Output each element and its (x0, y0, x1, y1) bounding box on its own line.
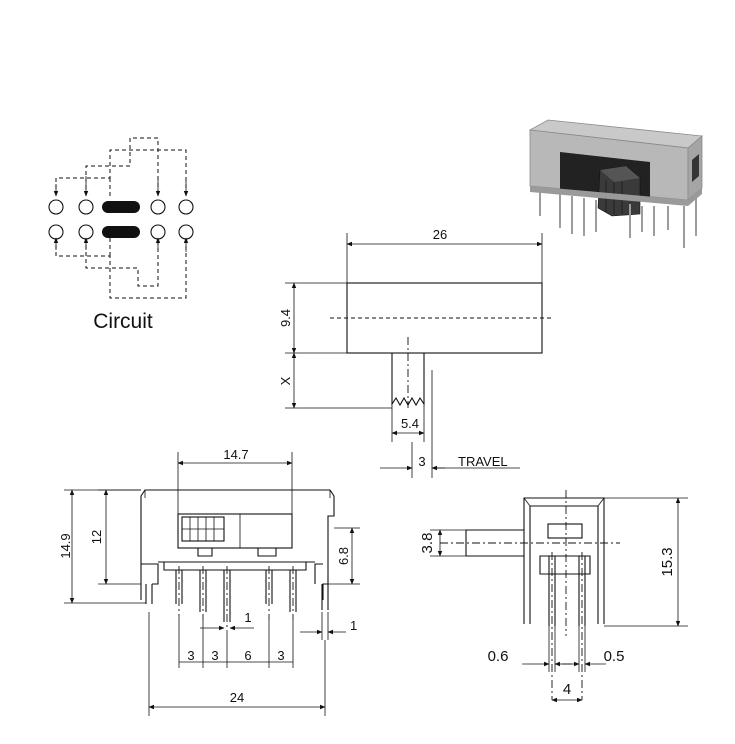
dim-actuator-length: X (278, 376, 293, 385)
dim-body-height-front: 12 (89, 530, 104, 544)
dim-side-total-height: 15.3 (659, 547, 676, 576)
dim-pitch-1: 3 (187, 648, 194, 663)
travel-label: TRAVEL (458, 454, 508, 469)
top-view: 26 9.4 X 5.4 3 TRAVEL (278, 227, 552, 478)
dim-pitch-4: 3 (277, 648, 284, 663)
side-view: 3.8 15.3 0.6 0.5 4 (419, 490, 688, 703)
dim-total-height: 14.9 (58, 533, 73, 558)
product-photo (528, 119, 703, 248)
dim-pin-thickness-right: 0.5 (604, 648, 625, 665)
front-pins (145, 566, 329, 630)
slider-bridge-bottom (102, 226, 140, 238)
dim-inner-width: 14.7 (223, 447, 248, 462)
dim-actuator-height: 3.8 (419, 533, 436, 554)
contact-top-5 (178, 199, 194, 215)
contact-bottom-4 (150, 224, 166, 240)
dim-pitch-2: 3 (211, 648, 218, 663)
dim-body-height: 9.4 (278, 309, 293, 327)
contact-top-1 (48, 199, 64, 215)
contact-bottom-2 (78, 224, 94, 240)
contact-bottom-1 (48, 224, 64, 240)
dim-pitch-3: 6 (244, 648, 251, 663)
contact-bottom-5 (178, 224, 194, 240)
dim-actuator-width: 5.4 (401, 416, 419, 431)
contact-top-4 (150, 199, 166, 215)
circuit-caption: Circuit (93, 310, 153, 333)
dim-body-width: 26 (433, 227, 447, 242)
dim-total-width: 24 (230, 690, 244, 705)
dim-travel: 3 (418, 454, 425, 469)
dim-row-spacing: 4 (563, 681, 571, 698)
circuit-diagram: Circuit (48, 137, 194, 333)
dim-pin-height: 6.8 (336, 547, 351, 565)
dim-pin-width: 1 (350, 618, 357, 633)
contact-top-2 (78, 199, 94, 215)
dim-pin-offset: 1 (244, 610, 251, 625)
circuit-contacts (48, 199, 194, 240)
slider-bridge-top (102, 201, 140, 213)
front-view: 14.7 14.9 12 6.8 1 1 3 3 6 3 (58, 447, 360, 716)
dim-pin-thickness-left: 0.6 (488, 648, 509, 665)
circuit-connections (53, 137, 189, 299)
